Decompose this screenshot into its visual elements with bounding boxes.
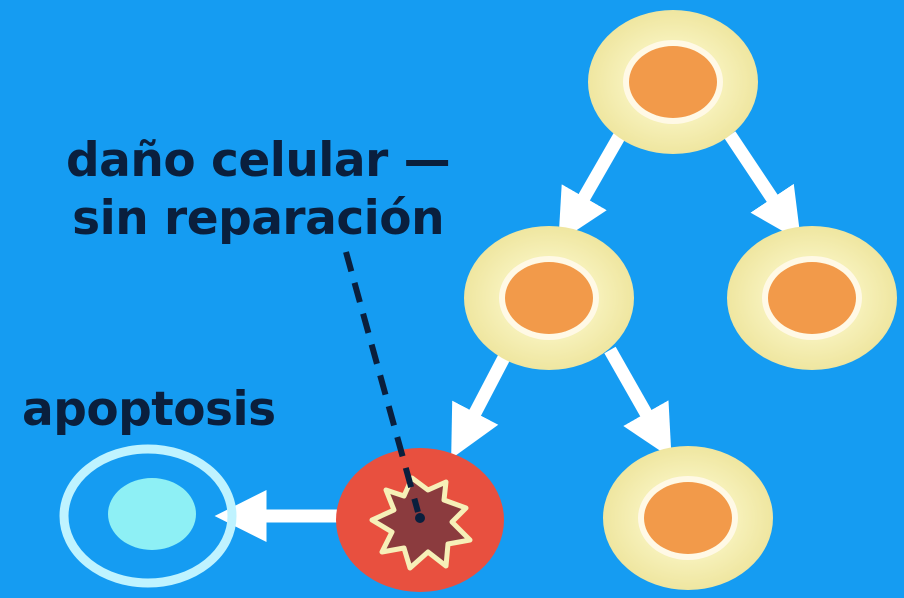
apoptosis-label: apoptosis (22, 382, 276, 437)
damaged-nucleus (369, 475, 473, 571)
damage-label: daño celular — sin reparación (66, 132, 451, 248)
damage-label-line1: daño celular — (66, 133, 451, 188)
damaged-cell (336, 448, 504, 592)
apoptotic-cell (59, 444, 237, 588)
arrow-top-to-mid-right (724, 131, 801, 242)
arrow-top-to-mid-left (558, 131, 626, 243)
healthy-cell-bottom-right (603, 446, 773, 590)
healthy-cell-mid-right (727, 226, 897, 370)
damage-pointer-line (343, 251, 421, 513)
damage-pointer-dot (415, 513, 425, 523)
arrow-mid-to-damaged (451, 346, 514, 459)
healthy-cell-top (588, 10, 758, 154)
division-arrows (214, 131, 801, 542)
healthy-cell-mid-left (464, 226, 634, 370)
damage-label-line2: sin reparación (72, 191, 445, 246)
arrow-mid-to-bottom-right (604, 346, 672, 459)
